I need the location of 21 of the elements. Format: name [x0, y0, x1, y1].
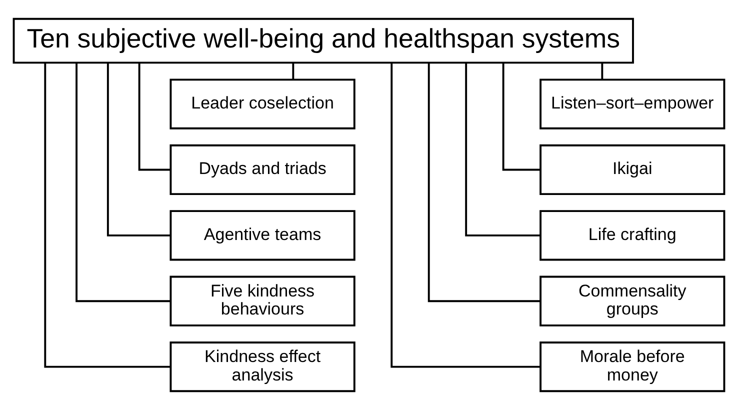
connector	[502, 63, 540, 171]
node-box: Morale before money	[540, 342, 726, 392]
node-box: Ten subjective well-being and healthspan systems	[12, 18, 634, 64]
connector	[465, 62, 540, 236]
node-box: Leader coselection	[170, 78, 356, 130]
node-box: Life crafting	[540, 210, 726, 261]
node-box: Five kindness behaviours	[170, 276, 356, 326]
node-box: Agentive teams	[170, 210, 356, 261]
connector	[76, 62, 171, 302]
connector	[428, 62, 540, 302]
connector	[601, 62, 604, 80]
connector	[106, 62, 170, 236]
connector	[390, 62, 540, 368]
node-box: Ikigai	[540, 144, 726, 196]
node-box: Kindness effect analysis	[170, 342, 356, 392]
connector	[44, 62, 171, 368]
connector	[292, 62, 294, 80]
node-box: Listen–sort–empower	[540, 78, 726, 130]
node-box: Dyads and triads	[170, 144, 356, 196]
connector	[138, 63, 170, 171]
node-box: Commensality groups	[540, 276, 726, 326]
